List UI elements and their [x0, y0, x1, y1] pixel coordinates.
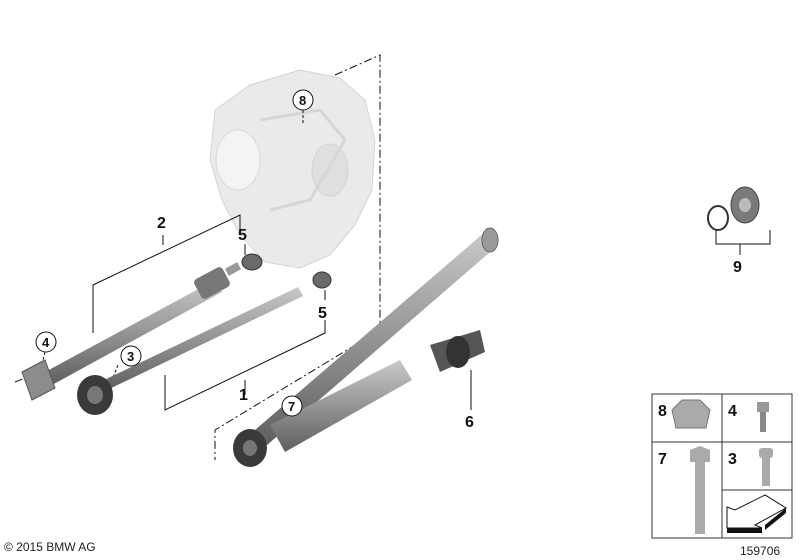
svg-text:4: 4 [42, 335, 50, 350]
center-bearing [430, 330, 485, 372]
callout-5-lower: 5 [318, 305, 327, 322]
svg-text:3: 3 [728, 451, 737, 468]
flange-and-ring [707, 186, 760, 231]
callout-9: 9 [733, 259, 742, 276]
svg-text:3: 3 [127, 349, 134, 364]
bracket-lines [39, 110, 771, 436]
svg-text:4: 4 [728, 403, 737, 420]
callout-1: 1 [239, 387, 248, 404]
svg-text:8: 8 [658, 403, 667, 420]
callout-2: 2 [157, 215, 166, 232]
arrow-icon [726, 494, 787, 533]
legend-cell-7: 7 [658, 446, 710, 534]
main-propeller-shaft [233, 227, 499, 467]
rear-propeller-shaft [77, 287, 303, 415]
callout-8-circle: 8 [292, 89, 314, 111]
callout-6: 6 [465, 414, 474, 431]
callout-7-circle: 7 [281, 395, 303, 417]
diagram-number: 159706 [740, 544, 781, 558]
centering-sleeve-upper [241, 253, 263, 271]
front-propeller-shaft [21, 262, 242, 401]
fastener-legend-box [651, 393, 793, 539]
centering-sleeve-lower [312, 271, 332, 289]
legend-cell-4: 4 [728, 402, 769, 432]
transfer-case-housing [209, 69, 376, 269]
copyright-text: © 2015 BMW AG [4, 540, 96, 554]
callout-4-circle: 4 [35, 331, 57, 353]
legend-cell-3: 3 [728, 448, 773, 486]
svg-text:7: 7 [288, 399, 295, 414]
svg-text:7: 7 [658, 451, 667, 468]
svg-text:8: 8 [299, 93, 306, 108]
callout-5-upper: 5 [238, 227, 247, 244]
legend-cell-8: 8 [658, 399, 711, 429]
callout-3-circle: 3 [120, 345, 142, 367]
